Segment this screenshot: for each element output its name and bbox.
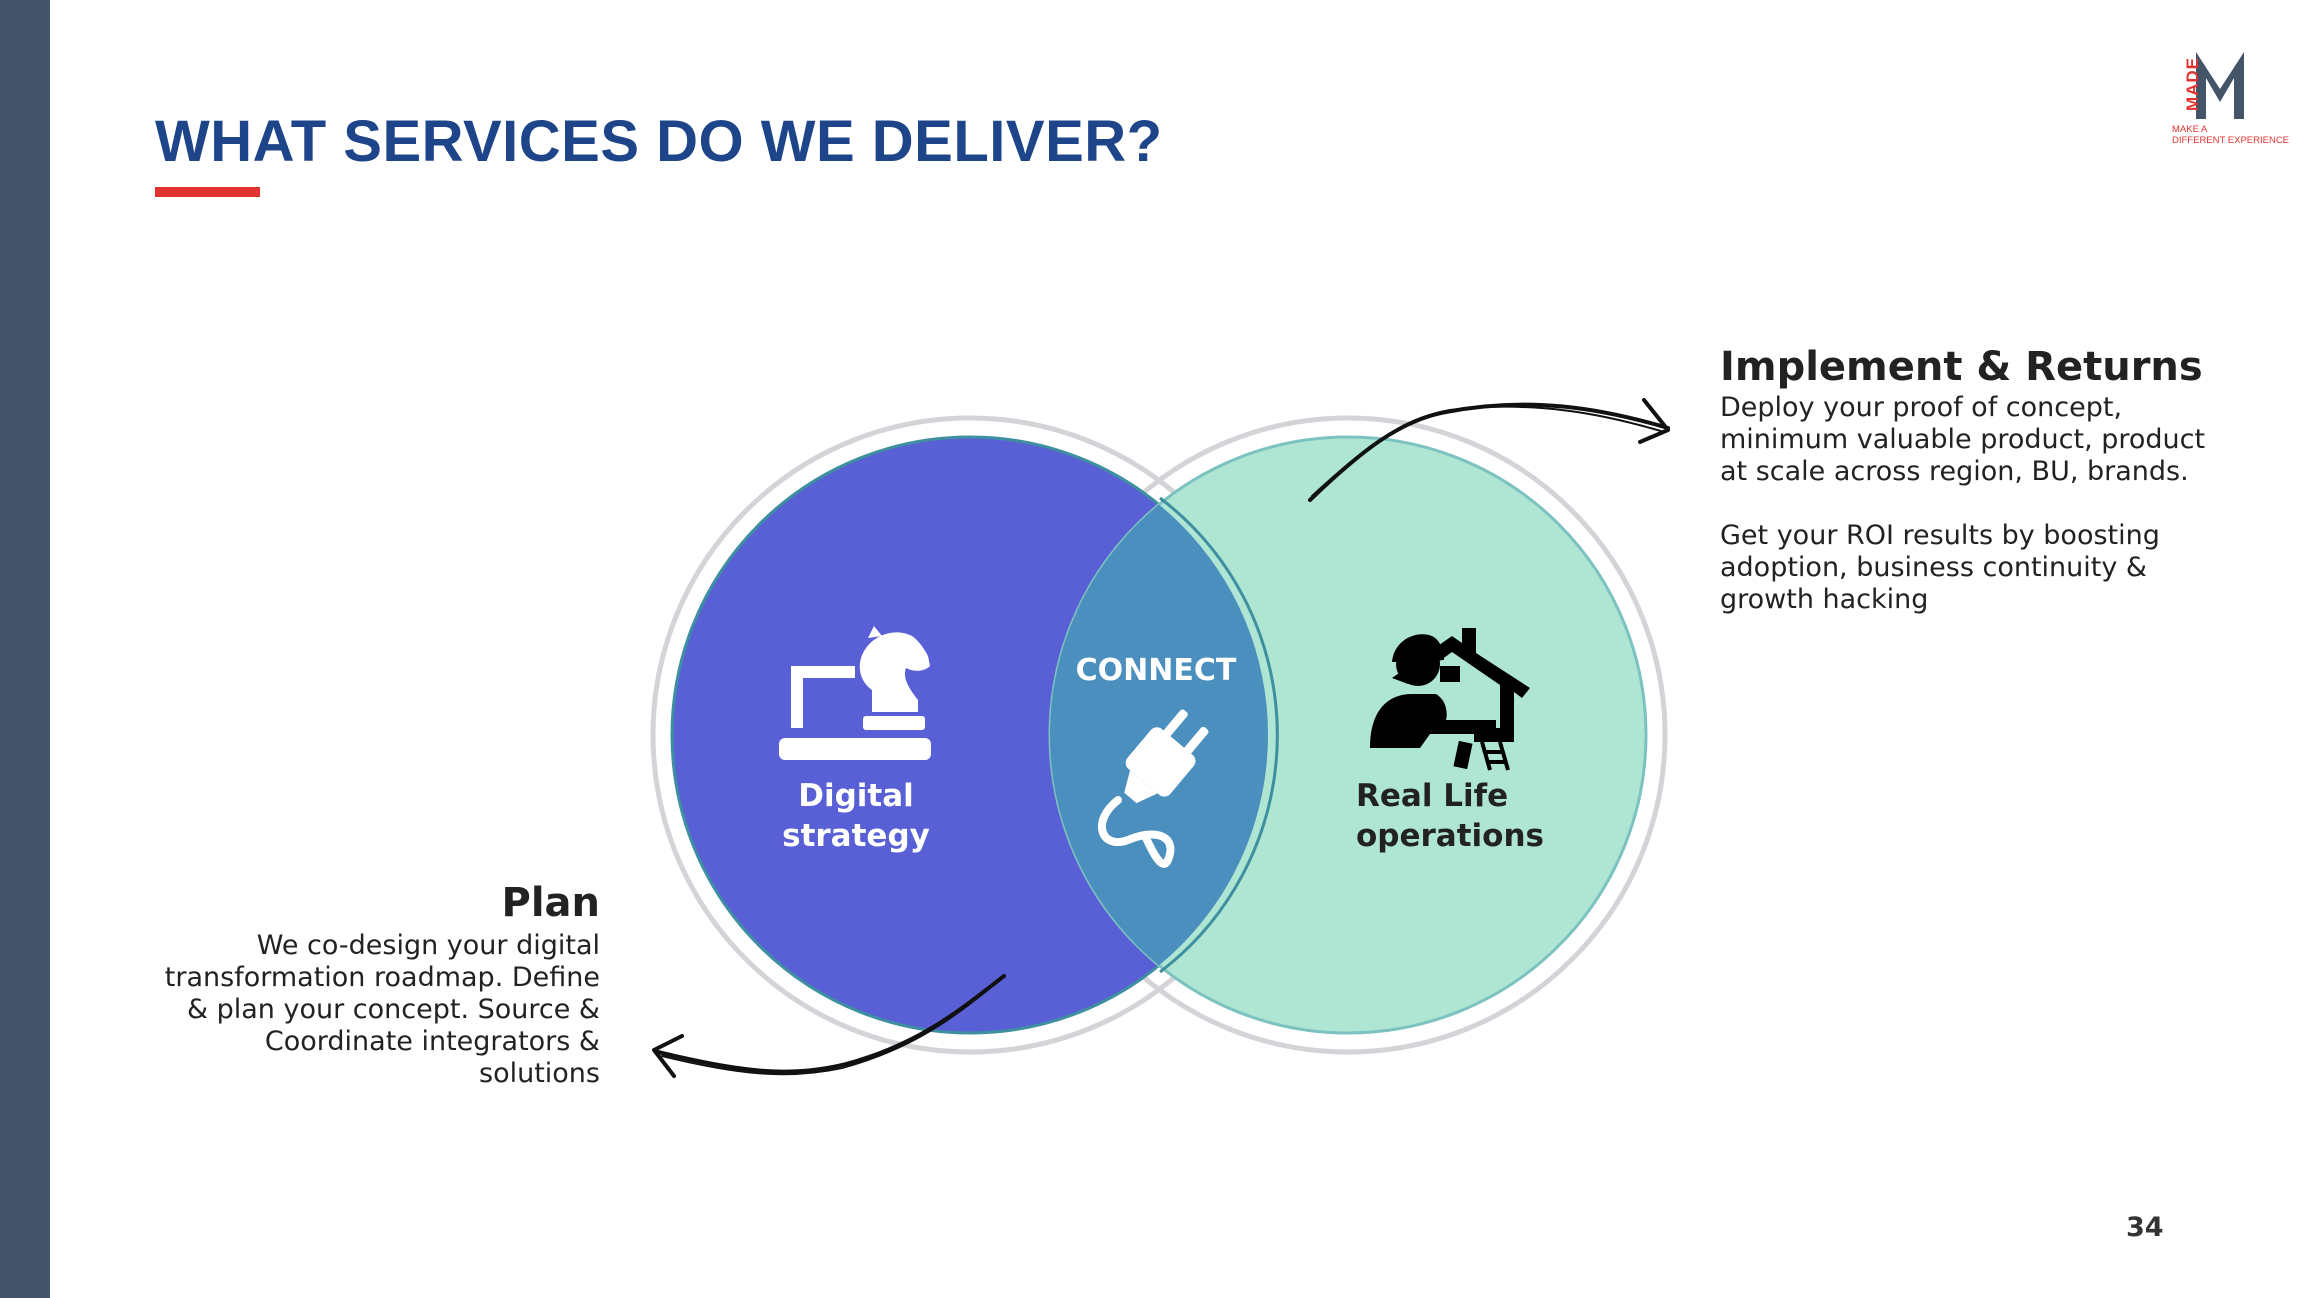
logo-tagline: MAKE A DIFFERENT EXPERIENCE	[2172, 124, 2290, 146]
implement-text: Deploy your proof of concept, minimum va…	[1720, 392, 2206, 615]
arrow-to-implement	[1308, 398, 1670, 502]
worker-house-icon	[1370, 628, 1530, 771]
plug-icon	[1097, 709, 1209, 868]
left-circle-label-line2: strategy	[782, 818, 930, 854]
left-accent-bar	[0, 0, 50, 1298]
page-number: 34	[2126, 1212, 2164, 1243]
arrow-to-plan	[652, 974, 1006, 1078]
left-circle-label-line1: Digital	[798, 778, 914, 814]
overlap-region	[1050, 437, 1268, 1033]
connect-label: CONNECT	[1076, 653, 1237, 688]
title-underline	[155, 187, 260, 197]
page-title: WHAT SERVICES DO WE DELIVER?	[155, 109, 1163, 174]
implement-heading: Implement & Returns	[1720, 344, 2203, 390]
right-circle-label-line1: Real Life	[1356, 778, 1508, 814]
plan-text: We co-design your digital transformation…	[164, 930, 600, 1089]
made-logo: MADE MAKE A DIFFERENT EXPERIENCE	[2170, 44, 2300, 154]
right-circle-label-line2: operations	[1356, 818, 1544, 854]
plan-heading: Plan	[501, 880, 601, 926]
logo-m-icon	[2196, 52, 2244, 119]
laptop-chess-knight-icon	[779, 626, 931, 760]
